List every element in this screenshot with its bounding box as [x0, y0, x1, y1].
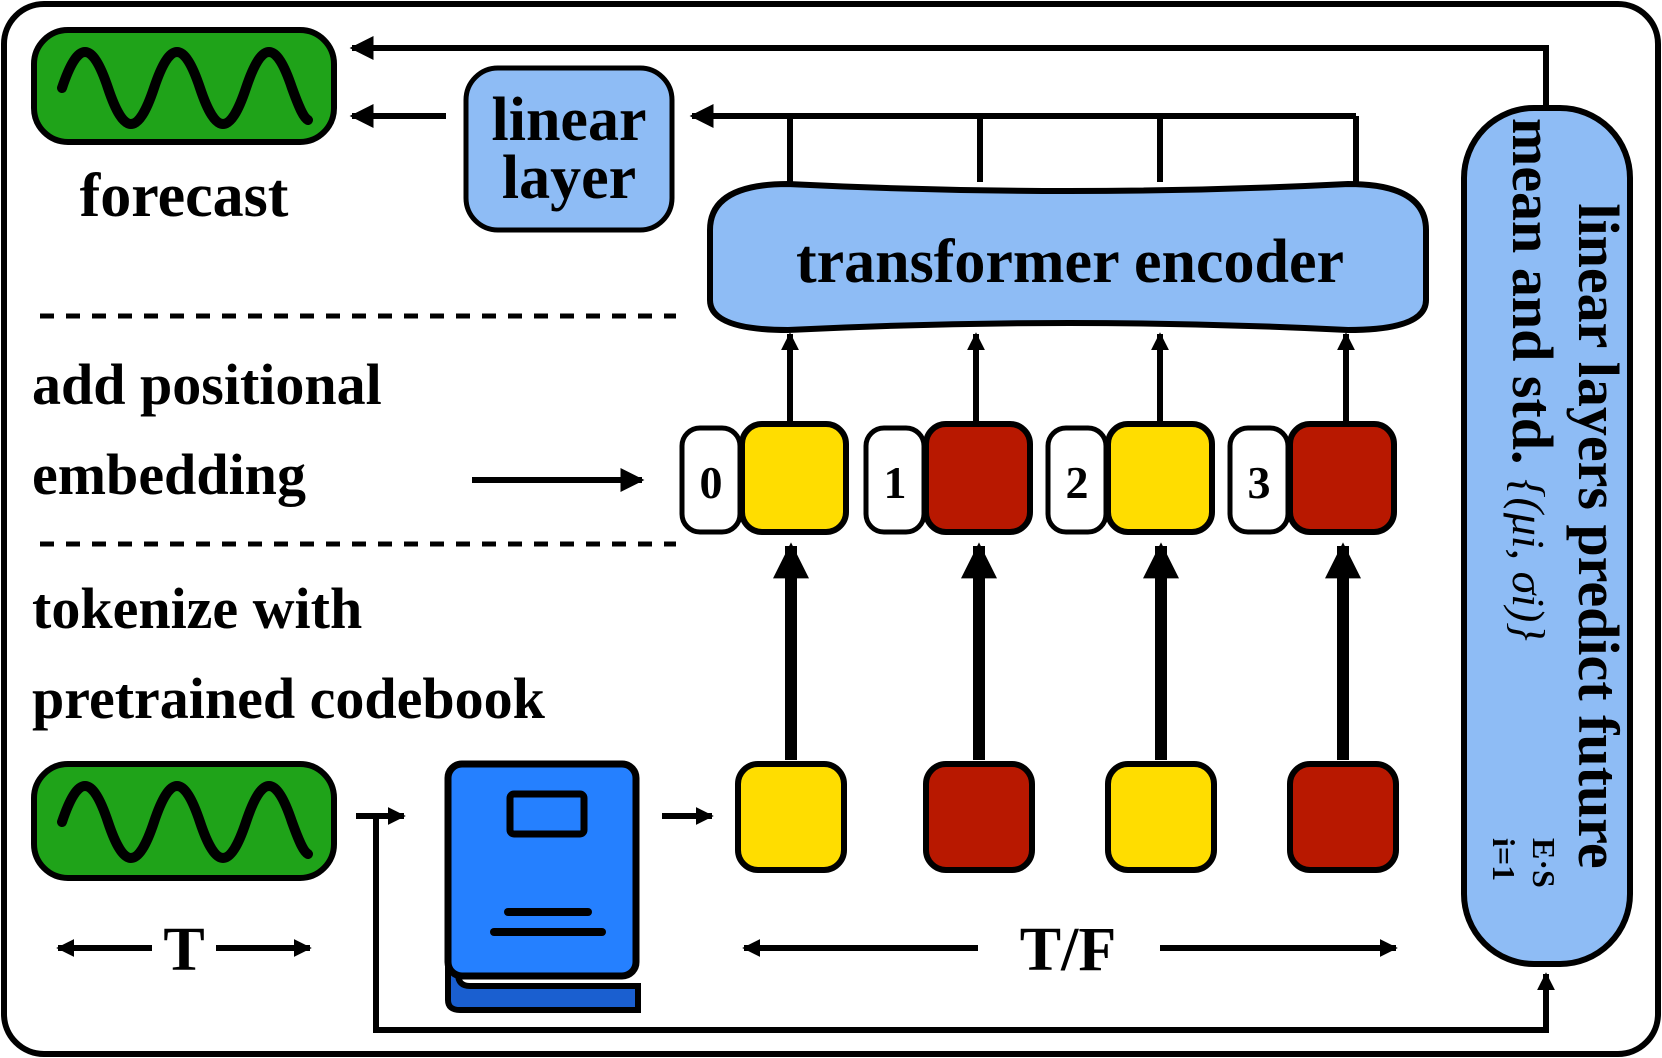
forecast-label: forecast: [80, 162, 289, 230]
token-to-encoder-arrows: [781, 332, 1355, 422]
raw-token-1: [923, 761, 1035, 873]
input-waveform: [31, 761, 337, 881]
side-panel-line2-text: mean and std.: [1500, 118, 1565, 464]
raw-token-3: [1287, 761, 1399, 873]
raw-to-embedded-arrows: [773, 542, 1361, 760]
transformer-encoder-label: transformer encoder: [796, 228, 1344, 296]
side-panel-sub: i=1: [1486, 838, 1522, 881]
side-panel-line2-math: {(μi, σi)}: [1503, 479, 1554, 641]
linear-layer-box: [463, 65, 675, 233]
side-panel-sup: E·S: [1526, 838, 1562, 888]
side-panel-box: [1461, 105, 1633, 967]
forecast-waveform: [31, 27, 337, 145]
side-panel-text: linear layers predict future mean and st…: [1486, 118, 1631, 888]
raw-token-2: [1105, 761, 1217, 873]
encoder-output-bus: [689, 104, 1359, 182]
embedded-token-2: [1105, 421, 1215, 535]
embedded-token-3: [1287, 421, 1397, 535]
raw-token-0: [735, 761, 847, 873]
side-panel-to-forecast-arrow: [349, 36, 1549, 110]
position-index-2: 2: [1066, 457, 1089, 508]
codebook-book-icon: [444, 760, 641, 1013]
linear-layer-label-line1: linear: [492, 86, 647, 154]
position-index-1: 1: [884, 457, 907, 508]
position-index-3: 3: [1248, 457, 1271, 508]
embedded-token-1: [923, 421, 1033, 535]
input-to-side-panel-arrow: [373, 816, 1555, 1033]
embedded-token-0: [739, 421, 849, 535]
tokenize-step-line2: pretrained codebook: [32, 666, 546, 731]
linear-layer-label-line2: layer: [502, 144, 636, 212]
side-panel-line2: mean and std. {(μi, σi)}: [1500, 118, 1565, 641]
positional-step-line2: embedding: [32, 442, 306, 507]
tokenize-step-line1: tokenize with: [32, 576, 362, 641]
positional-step-line1: add positional: [32, 352, 382, 417]
input-length-label: T: [163, 916, 204, 984]
side-panel-line1: linear layers predict future: [1566, 203, 1631, 868]
position-index-0: 0: [700, 457, 723, 508]
transformer-encoder: [707, 180, 1429, 334]
token-length-label: T/F: [1020, 916, 1116, 984]
